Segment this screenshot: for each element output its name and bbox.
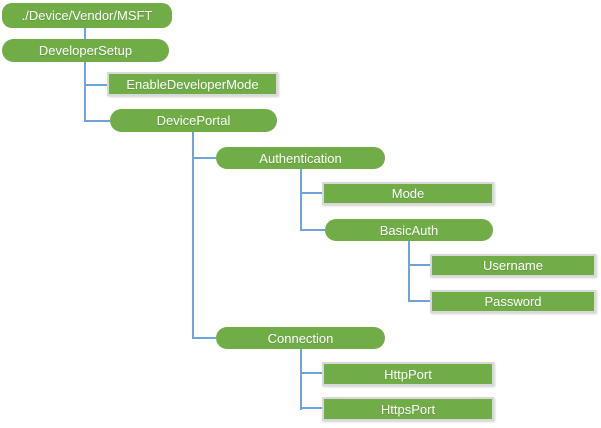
connector-connection-trunk (300, 349, 302, 410)
connector-to-authentication (192, 157, 216, 159)
node-connection: Connection (216, 327, 385, 349)
node-authentication: Authentication (216, 147, 385, 169)
connector-to-connection (192, 337, 216, 339)
node-password: Password (430, 290, 596, 313)
node-deviceportal: DevicePortal (110, 109, 277, 132)
connector-developersetup-trunk (84, 62, 86, 122)
connector-to-password (408, 300, 430, 302)
node-mode: Mode (322, 182, 494, 205)
node-httpsport: HttpsPort (322, 397, 494, 421)
connector-to-httpsport (300, 407, 322, 409)
connector-authentication-trunk (300, 169, 302, 231)
connector-to-username (408, 264, 430, 266)
connector-deviceportal-trunk (192, 132, 194, 339)
connector-basicauth-trunk (408, 241, 410, 302)
node-device-vendor-msft: ./Device/Vendor/MSFT (2, 3, 172, 28)
node-developersetup: DeveloperSetup (2, 39, 169, 62)
node-username: Username (430, 254, 596, 277)
connector-to-basicauth (300, 229, 325, 231)
connector-msft-to-developersetup (84, 28, 86, 39)
node-enabledevelopermode: EnableDeveloperMode (107, 72, 278, 96)
node-basicauth: BasicAuth (325, 219, 493, 241)
connector-to-mode (300, 192, 322, 194)
connector-to-httpport (300, 372, 322, 374)
connector-to-deviceportal (84, 120, 110, 122)
node-httpport: HttpPort (322, 362, 494, 386)
connector-to-enabledevelopermode (84, 84, 107, 86)
